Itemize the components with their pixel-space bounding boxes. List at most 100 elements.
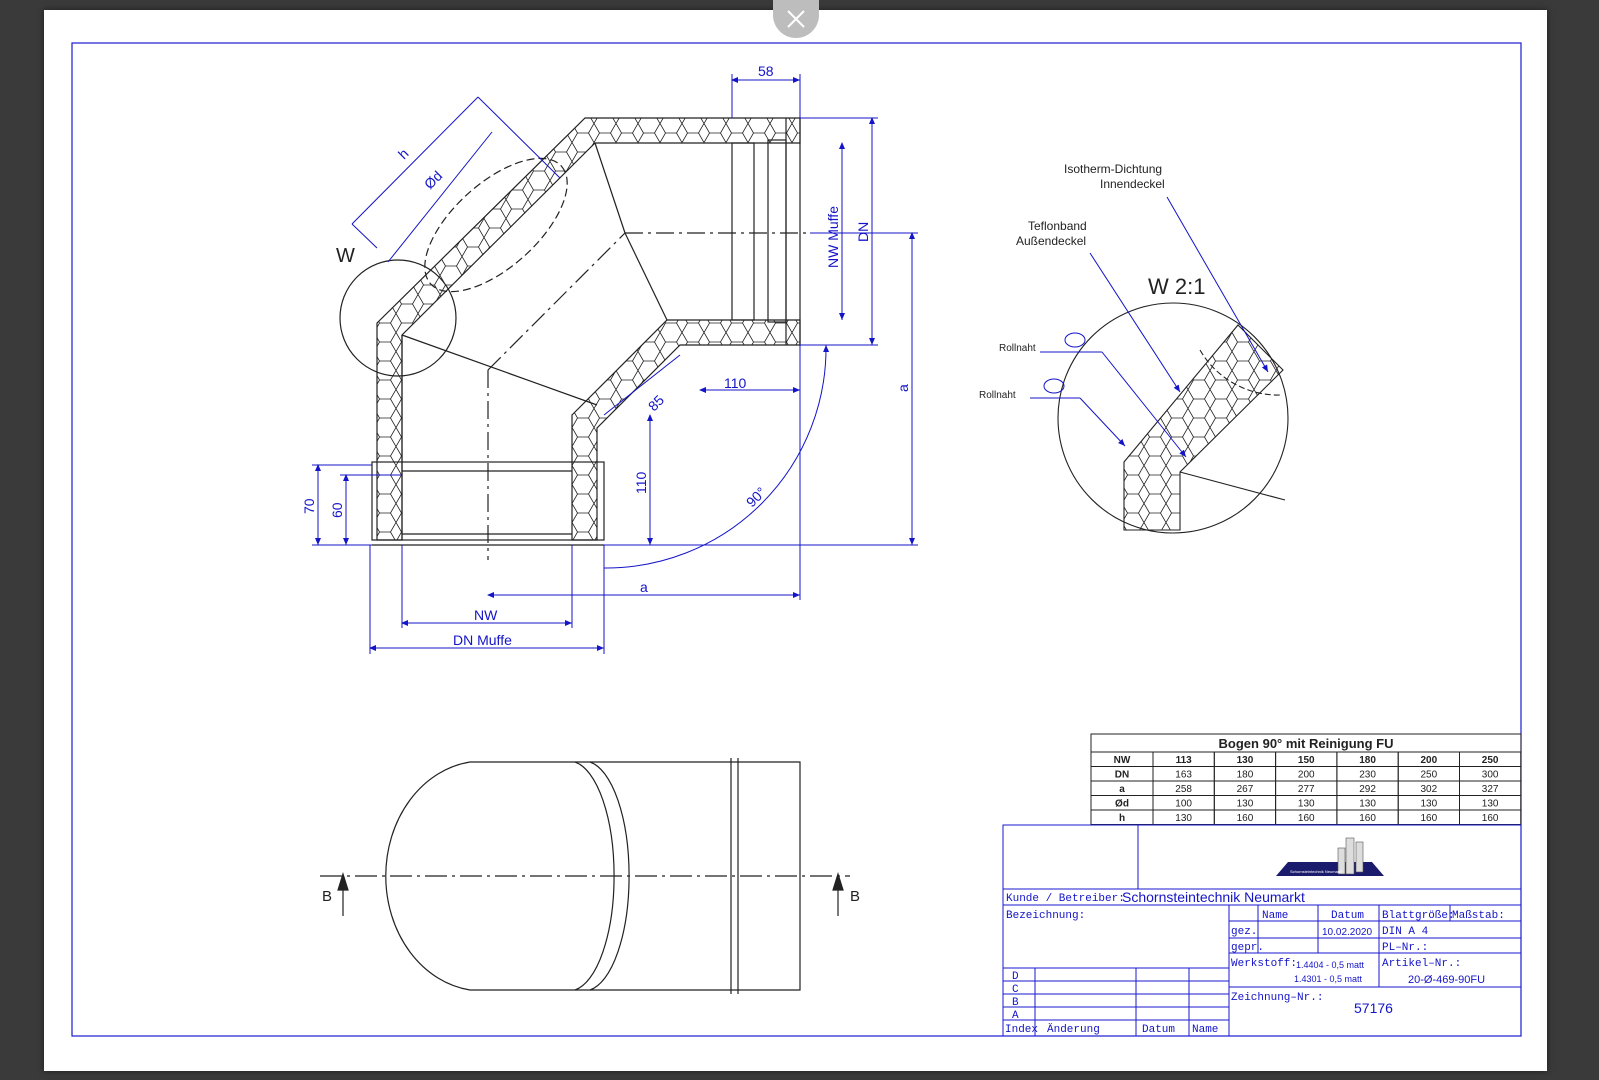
label-rollnaht-1: Rollnaht bbox=[999, 343, 1036, 354]
massstab-label: Maßstab: bbox=[1452, 910, 1505, 922]
table-cell-value: 160 bbox=[1359, 813, 1376, 824]
dim-nw: NW bbox=[474, 607, 498, 623]
dim-od: Ød bbox=[421, 168, 446, 193]
index-row-a: A bbox=[1012, 1010, 1019, 1022]
index-label: Index bbox=[1005, 1024, 1038, 1036]
index-row-d: D bbox=[1012, 971, 1019, 983]
section-label-right: B bbox=[850, 888, 860, 905]
table-cell-value: 160 bbox=[1421, 813, 1438, 824]
index-row-c: C bbox=[1012, 984, 1019, 996]
table-cell-value: 130 bbox=[1359, 799, 1376, 810]
elbow-front-view bbox=[339, 117, 810, 560]
table-cell-value: 327 bbox=[1482, 784, 1499, 795]
table-cell-value: 292 bbox=[1359, 784, 1376, 795]
table-cell-value: 300 bbox=[1482, 770, 1499, 781]
table-cell-value: 302 bbox=[1421, 784, 1438, 795]
aenderung-label: Änderung bbox=[1047, 1023, 1100, 1036]
table-cell-value: 130 bbox=[1482, 799, 1499, 810]
label-teflon-2: Außendeckel bbox=[1016, 234, 1086, 248]
datum-label: Datum bbox=[1142, 1024, 1175, 1036]
dim-a-horizontal: a bbox=[640, 579, 648, 595]
kunde-value: Schornsteintechnik Neumarkt bbox=[1122, 889, 1305, 905]
detail-view bbox=[1057, 302, 1289, 534]
close-icon bbox=[787, 10, 805, 28]
table-row-label: h bbox=[1119, 813, 1125, 824]
table-cell-value: 100 bbox=[1175, 799, 1192, 810]
artikel-value: 20-Ø-469-90FU bbox=[1408, 974, 1485, 986]
zeichnung-value: 57176 bbox=[1354, 1000, 1393, 1016]
dim-a-vertical: a bbox=[895, 384, 911, 392]
gez-label: gez. bbox=[1231, 926, 1257, 938]
pl-nr-label: PL–Nr.: bbox=[1382, 942, 1428, 954]
label-teflon-1: Teflonband bbox=[1028, 219, 1087, 233]
artikel-label: Artikel–Nr.: bbox=[1382, 958, 1461, 970]
dim-nw-muffe: NW Muffe bbox=[825, 206, 841, 268]
table-cell-value: 180 bbox=[1237, 770, 1254, 781]
dim-h: h bbox=[395, 145, 412, 162]
table-row-label: Ød bbox=[1115, 799, 1129, 810]
dim-70: 70 bbox=[301, 498, 317, 514]
table-cell-value: 113 bbox=[1176, 755, 1193, 766]
table-cell-value: 160 bbox=[1298, 813, 1315, 824]
table-cell-value: 160 bbox=[1237, 813, 1254, 824]
table-cell-value: 277 bbox=[1298, 784, 1315, 795]
bezeichnung-label: Bezeichnung: bbox=[1006, 910, 1085, 922]
dim-110-vertical: 110 bbox=[633, 471, 649, 494]
index-row-b: B bbox=[1012, 997, 1019, 1009]
table-cell-value: 163 bbox=[1175, 770, 1192, 781]
zeichnung-label: Zeichnung–Nr.: bbox=[1231, 992, 1323, 1004]
detail-label-w: W bbox=[336, 245, 355, 267]
dim-60: 60 bbox=[329, 502, 345, 518]
label-isotherm-1: Isotherm-Dichtung bbox=[1064, 162, 1162, 176]
table-cell-value: 250 bbox=[1482, 755, 1499, 766]
table-row-label: DN bbox=[1115, 770, 1129, 781]
table-cell-value: 130 bbox=[1237, 755, 1254, 766]
table-cell-value: 267 bbox=[1237, 784, 1254, 795]
table-cell-value: 200 bbox=[1421, 755, 1438, 766]
werkstoff-1: 1.4404 - 0,5 matt bbox=[1296, 960, 1365, 970]
table-cell-value: 258 bbox=[1175, 784, 1192, 795]
dimension-texts: 58 NW Muffe DN h Ød a 110 85 110 90° 70 … bbox=[301, 63, 911, 648]
table-cell-value: 130 bbox=[1421, 799, 1438, 810]
dim-dn-muffe: DN Muffe bbox=[453, 632, 512, 648]
kunde-label: Kunde / Betreiber: bbox=[1006, 893, 1125, 905]
elbow-side-view bbox=[320, 758, 850, 994]
gepr-label: gepr. bbox=[1231, 942, 1264, 954]
dim-dn: DN bbox=[855, 222, 871, 242]
table-cell-value: 150 bbox=[1298, 755, 1315, 766]
blattgroesse-label: Blattgröße: bbox=[1382, 910, 1455, 922]
werkstoff-label: Werkstoff: bbox=[1231, 958, 1297, 970]
dimension-lines bbox=[312, 74, 918, 654]
table-row-label: NW bbox=[1114, 755, 1131, 766]
dim-110-horizontal: 110 bbox=[724, 375, 747, 391]
close-button[interactable] bbox=[773, 0, 819, 38]
name-label: Name bbox=[1192, 1024, 1218, 1036]
label-isotherm-2: Innendeckel bbox=[1100, 177, 1165, 191]
title-block bbox=[1002, 824, 1522, 1037]
dim-58: 58 bbox=[758, 63, 774, 79]
label-rollnaht-2: Rollnaht bbox=[979, 390, 1016, 401]
table-cell-value: 180 bbox=[1359, 755, 1376, 766]
drawing-sheet: 58 NW Muffe DN h Ød a 110 85 110 90° 70 … bbox=[44, 10, 1547, 1071]
dim-90deg: 90° bbox=[743, 484, 769, 510]
table-cell-value: 200 bbox=[1298, 770, 1315, 781]
drawing-frame bbox=[71, 42, 1522, 1037]
table-cell-value: 130 bbox=[1237, 799, 1254, 810]
datum-header: Datum bbox=[1331, 910, 1364, 922]
table-cell-value: 130 bbox=[1175, 813, 1192, 824]
table-cell-value: 230 bbox=[1359, 770, 1376, 781]
table-row-label: a bbox=[1119, 784, 1125, 795]
blattgroesse-value: DIN A 4 bbox=[1382, 926, 1429, 938]
name-header: Name bbox=[1262, 910, 1288, 922]
technical-drawing: 58 NW Muffe DN h Ød a 110 85 110 90° 70 … bbox=[71, 42, 1522, 1037]
section-label-left: B bbox=[322, 888, 332, 905]
gez-date: 10.02.2020 bbox=[1322, 927, 1372, 938]
table-cell-value: 250 bbox=[1421, 770, 1438, 781]
dim-85: 85 bbox=[645, 392, 667, 414]
dimension-table: Bogen 90° mit Reinigung FU NW 113 130 150 18… bbox=[1090, 733, 1522, 825]
table-cell-value: 130 bbox=[1298, 799, 1315, 810]
logo-text: Schornsteintechnik Neumarkt bbox=[1290, 869, 1343, 874]
detail-title: W 2:1 bbox=[1148, 274, 1205, 299]
table-title: Bogen 90° mit Reinigung FU bbox=[1219, 736, 1394, 751]
werkstoff-2: 1.4301 - 0,5 matt bbox=[1294, 974, 1363, 984]
